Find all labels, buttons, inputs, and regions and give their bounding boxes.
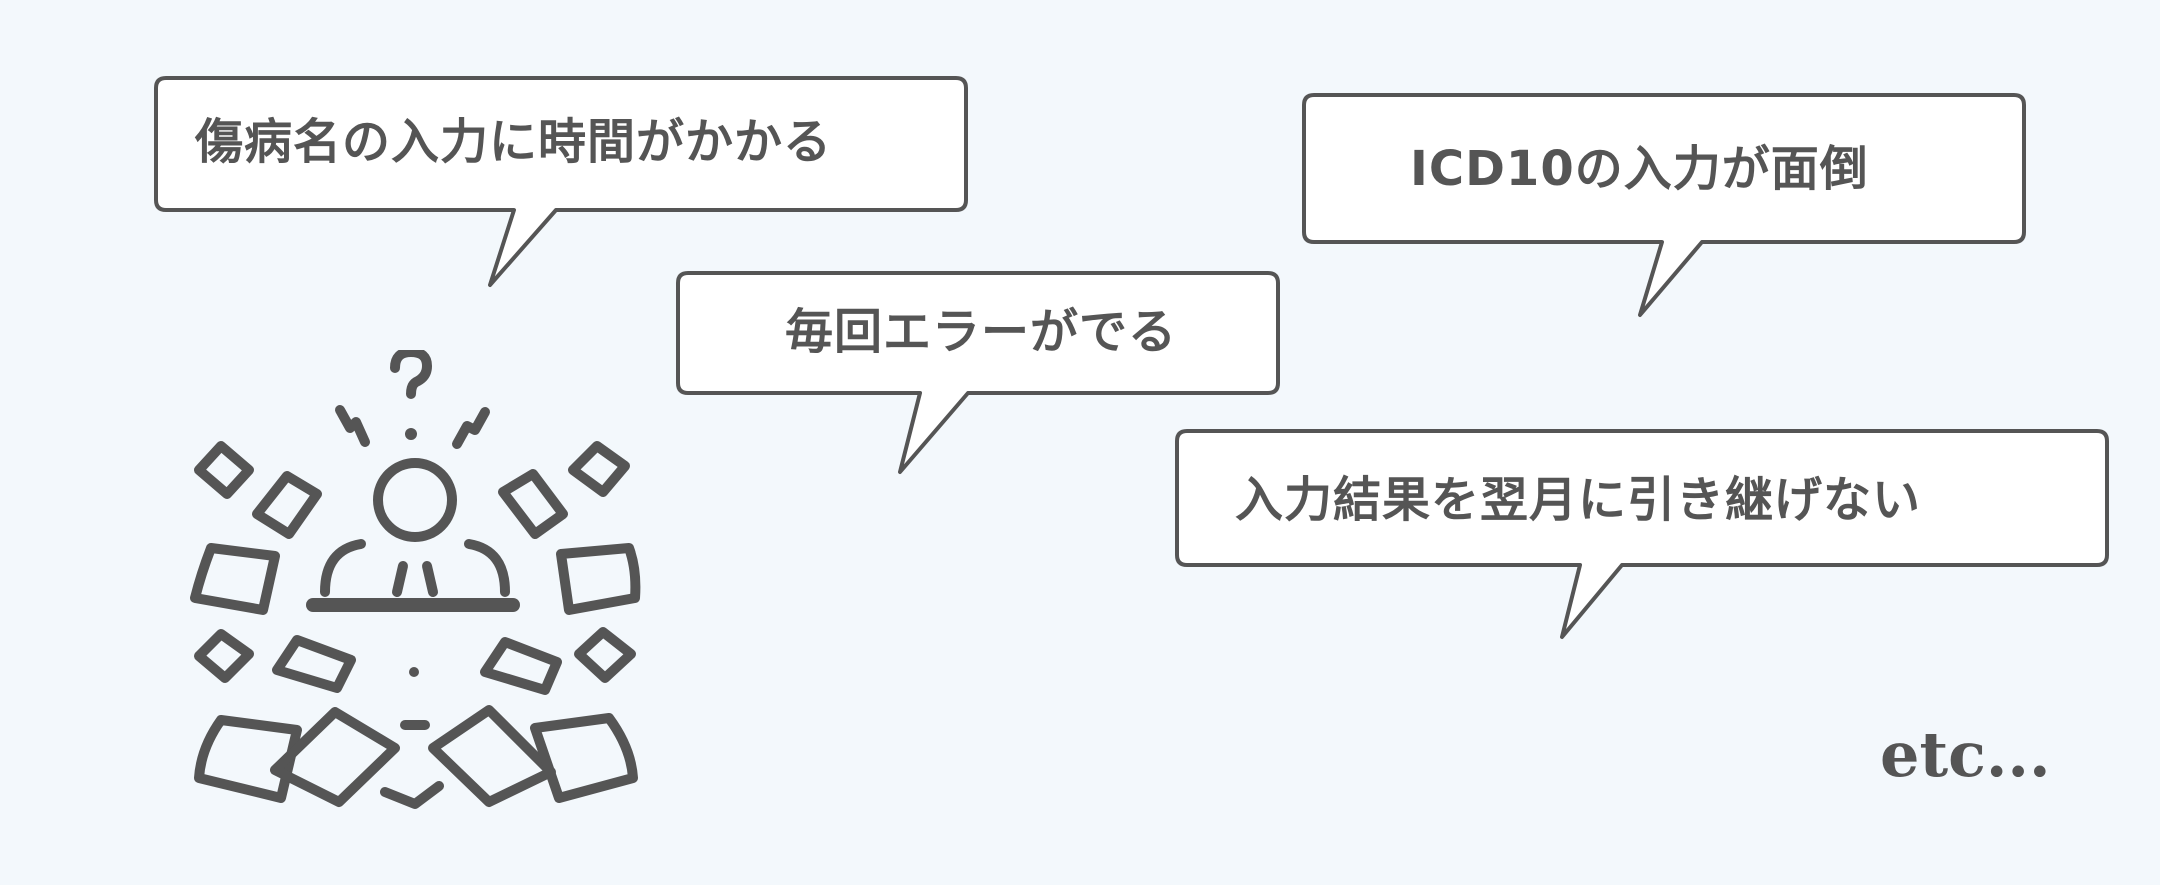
- speech-bubble-3: [676, 271, 1280, 474]
- bubble-text-cannot-carry-over: 入力結果を翌月に引き継げない: [1235, 472, 1922, 528]
- confused-person-with-flying-papers-icon: [190, 350, 641, 809]
- speech-bubble-4: [1175, 429, 2109, 639]
- etc-label: etc...: [1880, 718, 2051, 791]
- bubble-text-icd10-tedious: ICD10の入力が面倒: [1410, 141, 1869, 197]
- question-mark-icon: [390, 350, 432, 399]
- bubble-text-slow-diagnosis-entry: 傷病名の入力に時間がかかる: [195, 114, 833, 170]
- head-icon: [373, 458, 457, 542]
- bubble-text-errors-every-time: 毎回エラーがでる: [785, 304, 1178, 360]
- speech-bubble-2: [1302, 93, 2026, 317]
- speech-bubble-1: [154, 76, 968, 287]
